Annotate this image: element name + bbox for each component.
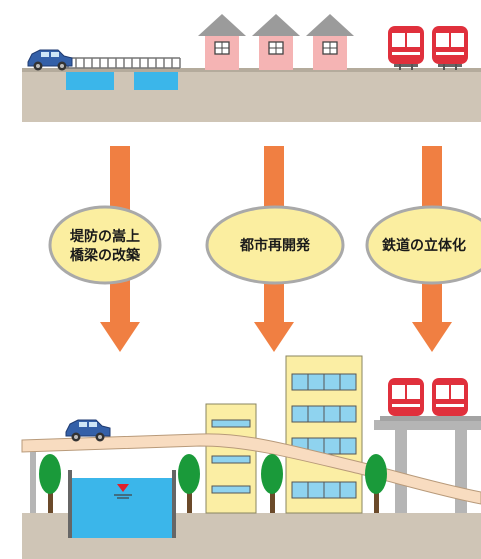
tree-icon-2 [178,454,200,513]
measure-3-label: 鉄道の立体化 [382,237,466,254]
tree-icon-4 [365,454,387,513]
measure-1-line1: 堤防の嵩上 [70,228,140,245]
before-river-left [66,72,114,90]
measure-oval-1: 堤防の嵩上 橋梁の改築 [48,205,162,285]
tall-building-icon [285,355,363,514]
before-bridge-railing [62,57,181,69]
tree-icon-3 [261,454,283,513]
water-level-marker-icon [114,484,132,499]
after-river-wall-left [68,470,72,538]
measure-oval-3: 鉄道の立体化 [365,205,481,285]
before-car-icon [27,49,73,71]
before-train-icon-1 [388,26,424,70]
tree-icon-1 [39,454,61,513]
before-house-icon-2 [252,14,300,70]
after-train-icon-1 [388,378,424,416]
road-support-left [30,452,36,513]
before-scene [22,14,481,122]
before-river-right [134,72,178,90]
measure-1-line2: 橋梁の改築 [70,247,141,264]
after-scene [21,355,481,559]
before-house-icon-3 [306,14,354,70]
after-river-wall-right [172,470,176,538]
before-house-icon-1 [198,14,246,70]
before-ground-line [22,68,481,72]
raised-road [21,433,481,505]
short-building-icon [205,403,257,514]
after-car-icon [65,419,111,442]
before-train-icon-2 [432,26,468,70]
after-train-icon-2 [432,378,468,416]
measure-2-label: 都市再開発 [239,237,311,254]
measure-oval-2: 都市再開発 [205,205,345,285]
